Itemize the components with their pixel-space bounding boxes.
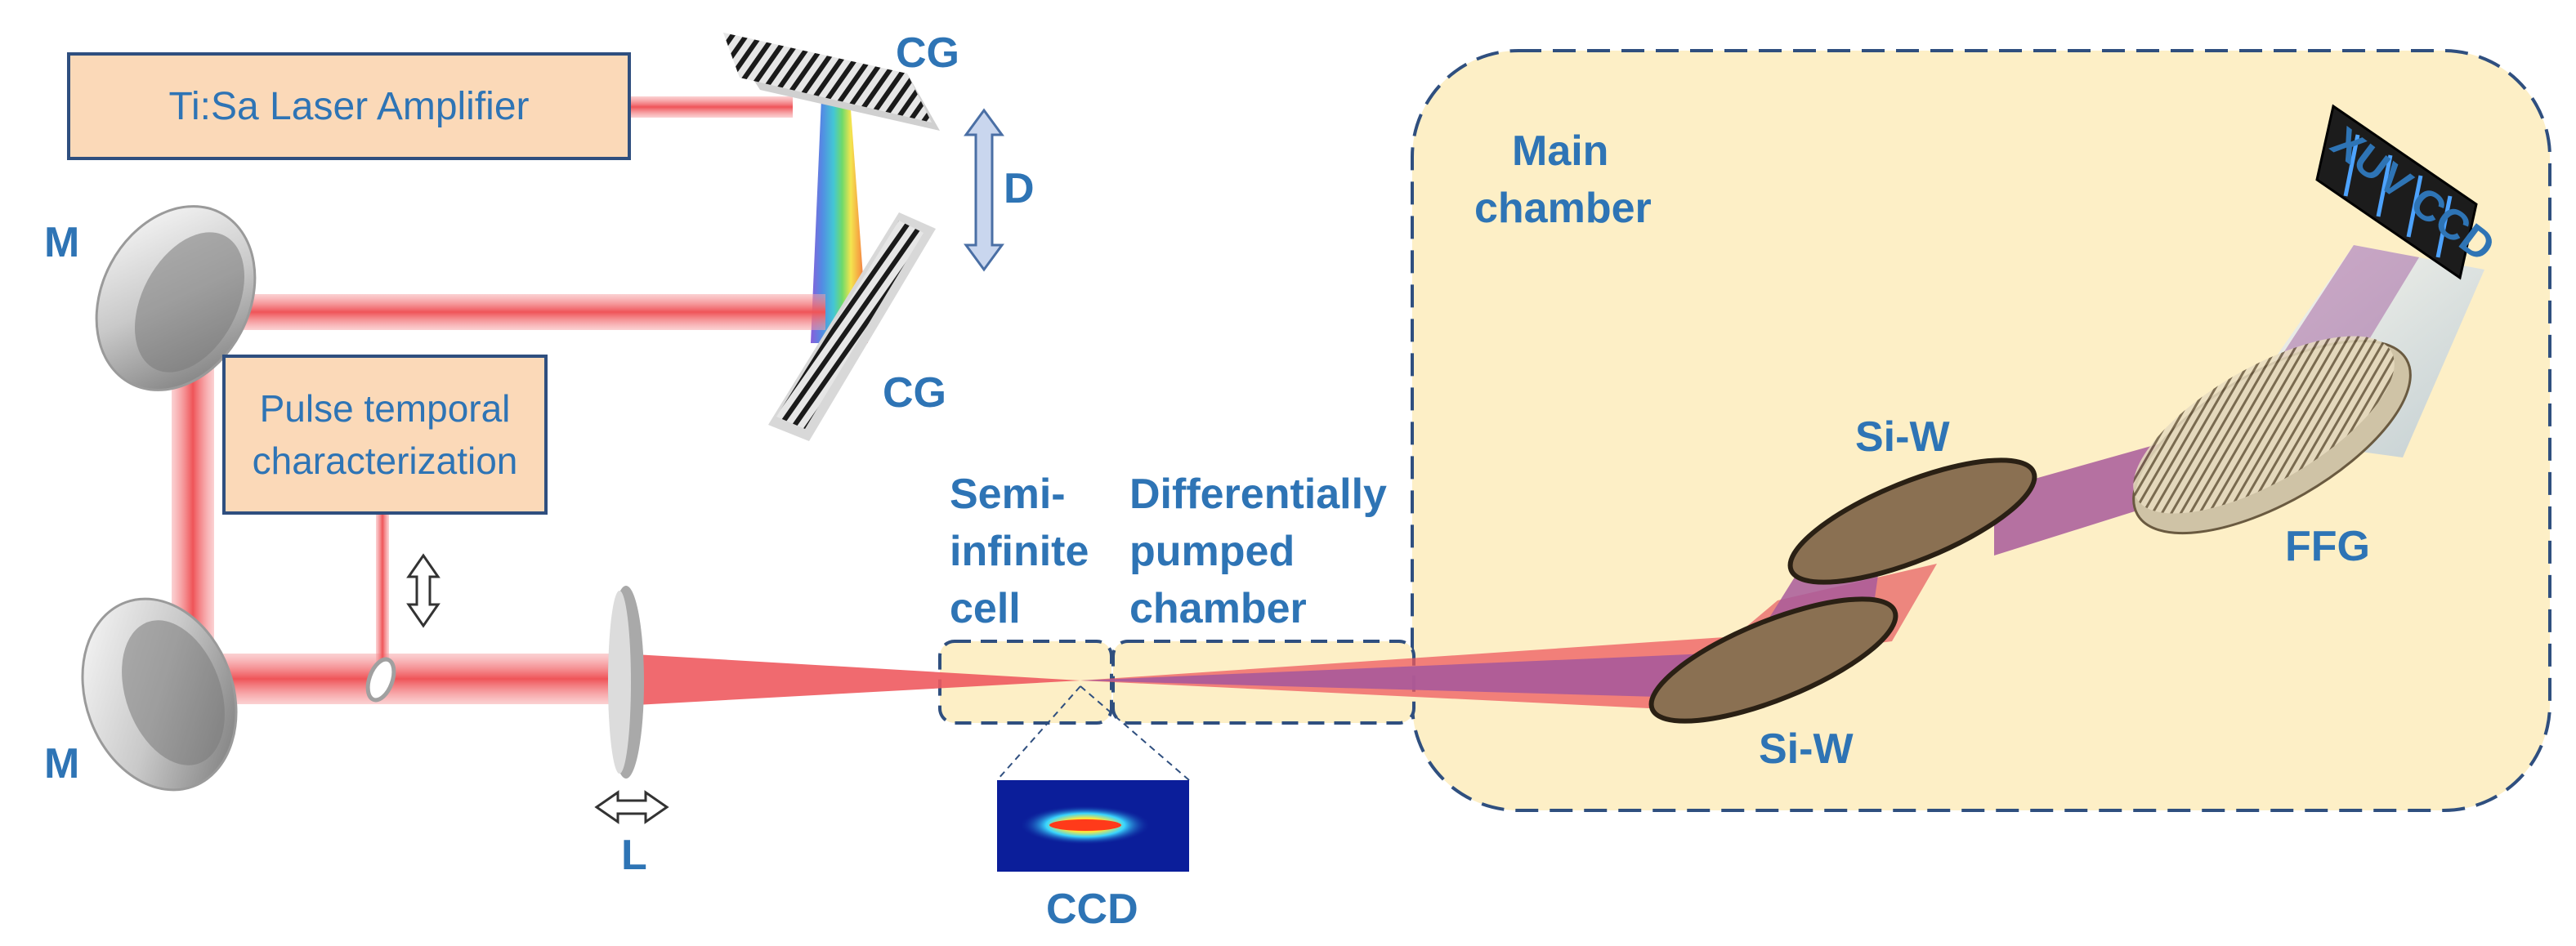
xuv-ccd-detector bbox=[2315, 104, 2478, 280]
mirror-bottom bbox=[81, 597, 238, 792]
label-lens: L bbox=[621, 832, 647, 879]
label-si-w-top: Si-W bbox=[1855, 413, 1950, 461]
mirror-top bbox=[95, 205, 257, 391]
diff-line2: pumped bbox=[1129, 528, 1295, 576]
semi-line1: Semi- bbox=[950, 471, 1066, 518]
pickoff-translation-arrow bbox=[406, 553, 441, 628]
pulse-characterization-line1: Pulse temporal bbox=[259, 386, 511, 430]
main-line2: chamber bbox=[1474, 185, 1652, 233]
label-si-w-bottom: Si-W bbox=[1759, 725, 1854, 773]
label-cg-bottom: CG bbox=[883, 369, 946, 417]
main-chamber bbox=[1411, 49, 2551, 812]
ccd-zoom-line-left bbox=[996, 685, 1081, 781]
beam-laser-out bbox=[629, 96, 793, 118]
label-m-bottom: M bbox=[44, 740, 80, 788]
label-main-chamber: Main chamber bbox=[1474, 123, 1652, 237]
pulse-characterization-line2: characterization bbox=[252, 440, 518, 482]
flat-field-grating bbox=[2132, 336, 2412, 535]
lens-translation-arrow bbox=[594, 790, 669, 824]
semi-line3: cell bbox=[950, 585, 1021, 633]
diff-line1: Differentially bbox=[1129, 471, 1387, 518]
label-cg-top: CG bbox=[896, 29, 959, 77]
pickoff-mirror bbox=[365, 657, 396, 703]
beam-xuv-1 bbox=[1080, 654, 1716, 698]
si-w-mirror-bottom bbox=[1648, 596, 1898, 724]
semi-line2: infinite bbox=[950, 528, 1089, 576]
si-w-mirror-top bbox=[1787, 457, 2037, 585]
beam-compressed-return bbox=[172, 294, 825, 330]
grating-bottom bbox=[768, 212, 936, 441]
beam-dispersed-spectrum bbox=[811, 98, 868, 343]
label-m-top: M bbox=[44, 219, 80, 266]
delay-arrow-d bbox=[964, 108, 1004, 272]
pulse-characterization-box: Pulse temporal characterization bbox=[222, 355, 548, 515]
label-d: D bbox=[1004, 165, 1035, 212]
lens bbox=[608, 586, 644, 779]
label-ccd: CCD bbox=[1046, 886, 1138, 933]
ccd-zoom-line-right bbox=[1080, 685, 1190, 781]
diff-line3: chamber bbox=[1129, 585, 1307, 633]
grating-top bbox=[723, 33, 940, 131]
beam-focusing bbox=[621, 654, 1080, 706]
label-ffg: FFG bbox=[2285, 523, 2370, 570]
laser-amplifier-box: Ti:Sa Laser Amplifier bbox=[67, 52, 631, 160]
laser-amplifier-label: Ti:Sa Laser Amplifier bbox=[168, 84, 530, 128]
ccd-beam-image bbox=[997, 780, 1189, 872]
label-differentially-pumped: Differentially pumped chamber bbox=[1129, 466, 1387, 638]
beam-pickoff bbox=[376, 515, 389, 662]
main-line1: Main bbox=[1512, 127, 1609, 175]
label-semi-infinite-cell: Semi- infinite cell bbox=[950, 466, 1089, 638]
